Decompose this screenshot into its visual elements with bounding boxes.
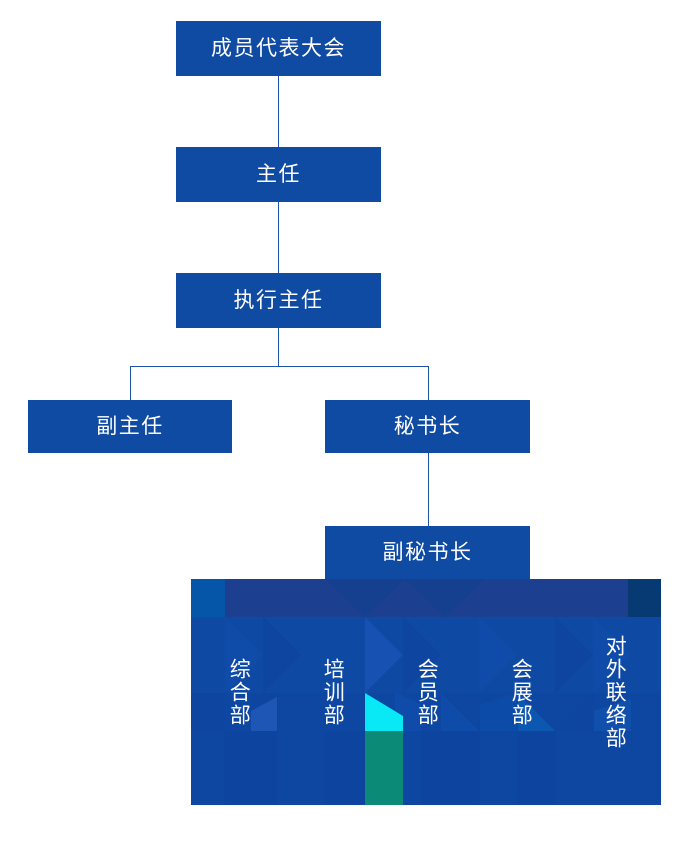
node-executive-director[interactable]: 执行主任 <box>176 273 381 328</box>
connector-exec-stem <box>278 328 279 366</box>
node-deputy-director[interactable]: 副主任 <box>28 400 232 453</box>
node-secretary-general[interactable]: 秘书长 <box>325 400 530 453</box>
connector-director-to-exec <box>278 202 279 273</box>
department-label: 综合部 <box>227 657 251 727</box>
department-label: 会员部 <box>415 657 439 727</box>
department-cell[interactable]: 综合部 <box>191 579 285 805</box>
connector-secgen-to-depsecgen <box>428 453 429 526</box>
departments-panel: 综合部 培训部 会员部 会展部 对外联络部 <box>191 579 661 805</box>
node-deputy-secretary-general[interactable]: 副秘书长 <box>325 526 530 579</box>
department-cell[interactable]: 对外联络部 <box>567 579 661 805</box>
department-label: 会展部 <box>509 657 533 727</box>
connector-to-deputy-director <box>130 366 131 400</box>
department-label: 对外联络部 <box>603 634 627 750</box>
department-cell[interactable]: 会员部 <box>379 579 473 805</box>
node-director[interactable]: 主任 <box>176 147 381 202</box>
panel-decoration <box>191 579 661 805</box>
connector-assembly-to-director <box>278 76 279 147</box>
department-cell[interactable]: 培训部 <box>285 579 379 805</box>
node-members-assembly[interactable]: 成员代表大会 <box>176 21 381 76</box>
connector-to-secretary-general <box>428 366 429 400</box>
department-label-row: 综合部 培训部 会员部 会展部 对外联络部 <box>191 579 661 805</box>
department-label: 培训部 <box>321 657 345 727</box>
department-cell[interactable]: 会展部 <box>473 579 567 805</box>
connector-exec-branch-bar <box>130 366 429 367</box>
